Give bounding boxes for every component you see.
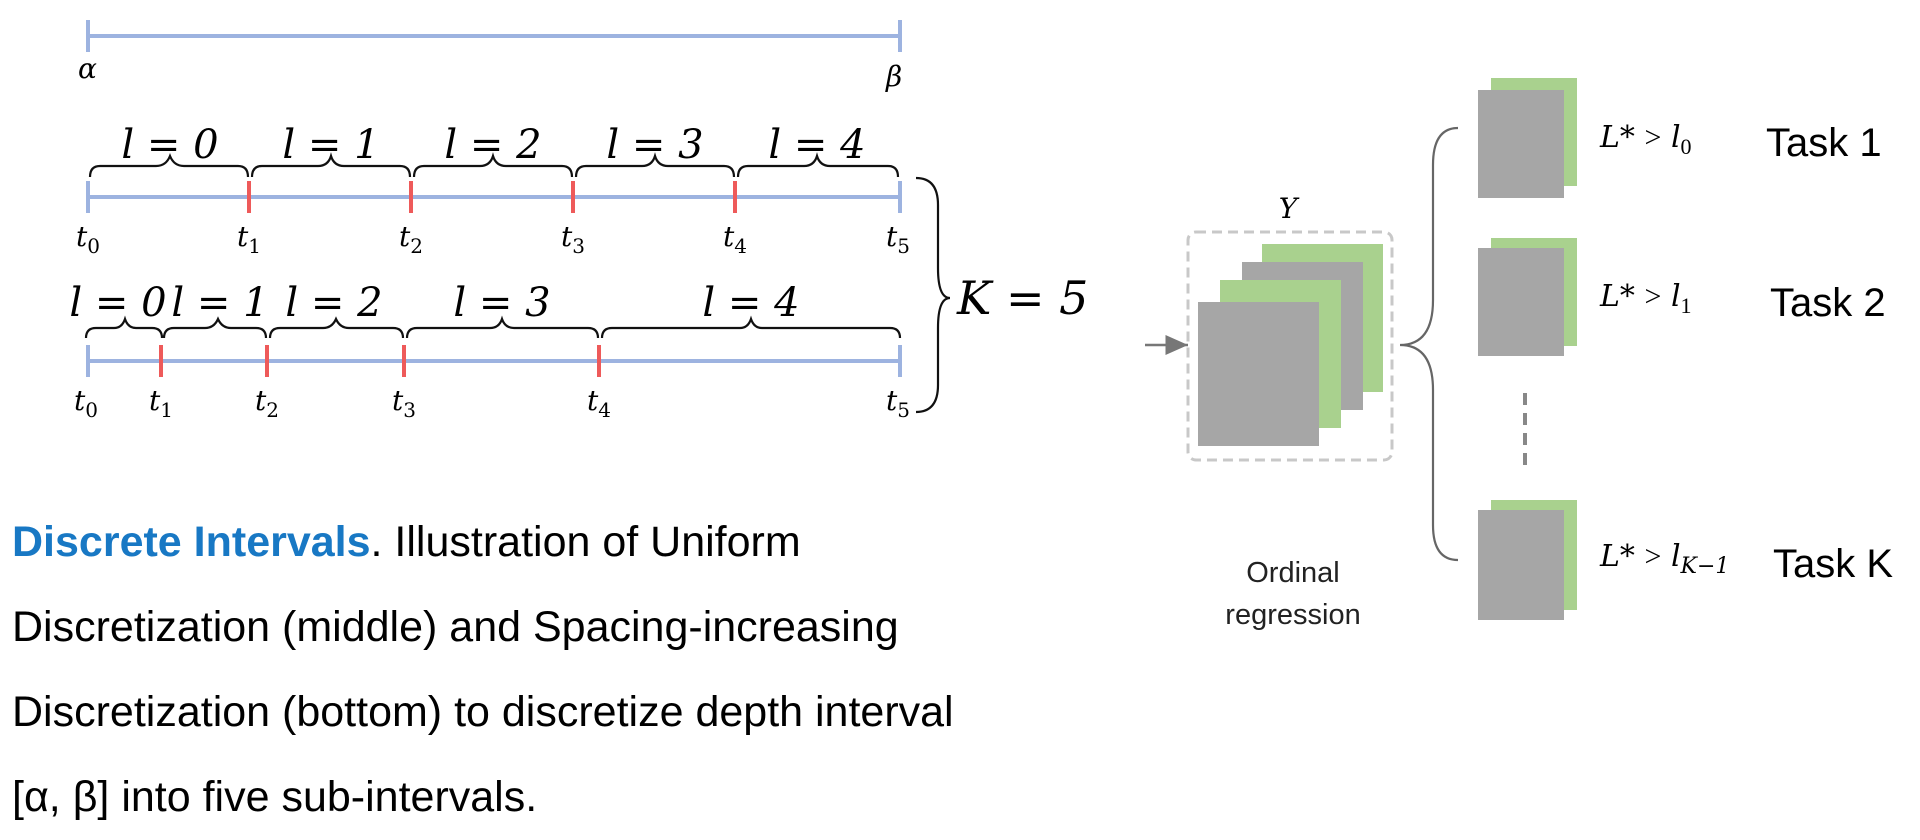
condition-var: l	[1671, 539, 1681, 574]
condition-sub: 1	[1681, 293, 1692, 318]
module-label: regression	[1225, 599, 1360, 631]
uniform-tick-label: t4	[723, 220, 747, 258]
uniform-interval-label: l = 1	[282, 122, 379, 168]
task-condition: L* > lK−1	[1599, 539, 1729, 579]
sid-tick-label: t1	[149, 384, 173, 422]
condition-op: >	[1644, 280, 1661, 313]
sid-tick-label: t3	[392, 384, 416, 422]
uniform-brace	[412, 152, 574, 178]
sid-tick-label: t0	[74, 384, 98, 422]
task-name: Task 2	[1770, 281, 1886, 325]
ordinal-regression-module: Y Ordinal regression L* > l0 Task 1 L* >…	[1145, 78, 1893, 631]
sid-interval-label: l = 1	[171, 280, 268, 326]
feature-label-y: Y	[1279, 192, 1300, 225]
uniform-brace	[88, 153, 250, 178]
sid-interval-label: l = 0	[69, 280, 166, 326]
uniform-discretization: l = 0 l = 1 l = 2 l = 3 l = 4 t0 t1 t2 t…	[76, 122, 910, 258]
condition-lhs: L*	[1599, 539, 1635, 574]
feature-map-gray	[1198, 302, 1319, 446]
uniform-brace	[250, 152, 412, 178]
caption-text: . Illustration of Uniform Discretization…	[12, 518, 954, 821]
sid-brace	[405, 315, 600, 339]
sid-tick-label: t5	[886, 384, 910, 422]
task-name: Task 1	[1766, 121, 1882, 165]
uniform-interval-label: l = 0	[121, 122, 218, 168]
sid-interval-label: l = 4	[702, 280, 799, 326]
range-line: α β	[78, 20, 902, 93]
sid-brace	[268, 316, 405, 339]
condition-sub: K−1	[1680, 554, 1730, 579]
sid-tick-label: t4	[587, 384, 611, 422]
task-name: Task K	[1773, 542, 1893, 586]
k-label: K = 5	[956, 271, 1088, 325]
uniform-tick-label: t3	[561, 220, 585, 258]
task-map-gray	[1478, 510, 1564, 620]
spacing-increasing-discretization: l = 0 l = 1 l = 2 l = 3 l = 4 t0 t1 t2 t…	[69, 280, 910, 422]
condition-var: l	[1671, 279, 1681, 314]
condition-op: >	[1644, 121, 1661, 154]
sid-brace	[84, 315, 164, 339]
sid-brace	[600, 315, 902, 339]
uniform-interval-label: l = 3	[606, 122, 703, 168]
uniform-interval-label: l = 4	[768, 122, 865, 168]
uniform-interval-label: l = 2	[444, 122, 541, 168]
alpha-label: α	[78, 52, 97, 85]
beta-label: β	[885, 60, 902, 93]
branch-brace	[1399, 126, 1459, 562]
task-condition: L* > l1	[1599, 279, 1692, 318]
sid-brace	[162, 316, 268, 339]
sid-interval-label: l = 2	[285, 280, 382, 326]
task-map-gray	[1478, 90, 1564, 198]
feature-box-dashed	[1186, 230, 1394, 462]
caption-highlight: Discrete Intervals	[12, 518, 371, 566]
condition-op: >	[1644, 540, 1661, 573]
k-brace	[915, 176, 951, 414]
figure-caption: Discrete Intervals. Illustration of Unif…	[12, 500, 1012, 840]
uniform-tick-label: t0	[76, 220, 100, 258]
task-row: L* > l1 Task 2	[1478, 238, 1886, 356]
uniform-brace	[574, 152, 736, 178]
sid-tick-label: t2	[255, 384, 279, 422]
sid-interval-label: l = 3	[453, 280, 550, 326]
uniform-brace	[736, 152, 900, 178]
task-map-gray	[1478, 248, 1564, 356]
uniform-tick-label: t2	[399, 220, 423, 258]
uniform-tick-label: t1	[237, 220, 261, 258]
task-row: L* > l0 Task 1	[1478, 78, 1882, 198]
condition-sub: 0	[1681, 134, 1692, 159]
module-label: Ordinal	[1246, 557, 1340, 589]
task-condition: L* > l0	[1599, 120, 1692, 159]
condition-lhs: L*	[1599, 120, 1635, 155]
task-row: L* > lK−1 Task K	[1478, 500, 1893, 620]
uniform-tick-label: t5	[886, 220, 910, 258]
condition-var: l	[1671, 120, 1681, 155]
condition-lhs: L*	[1599, 279, 1635, 314]
